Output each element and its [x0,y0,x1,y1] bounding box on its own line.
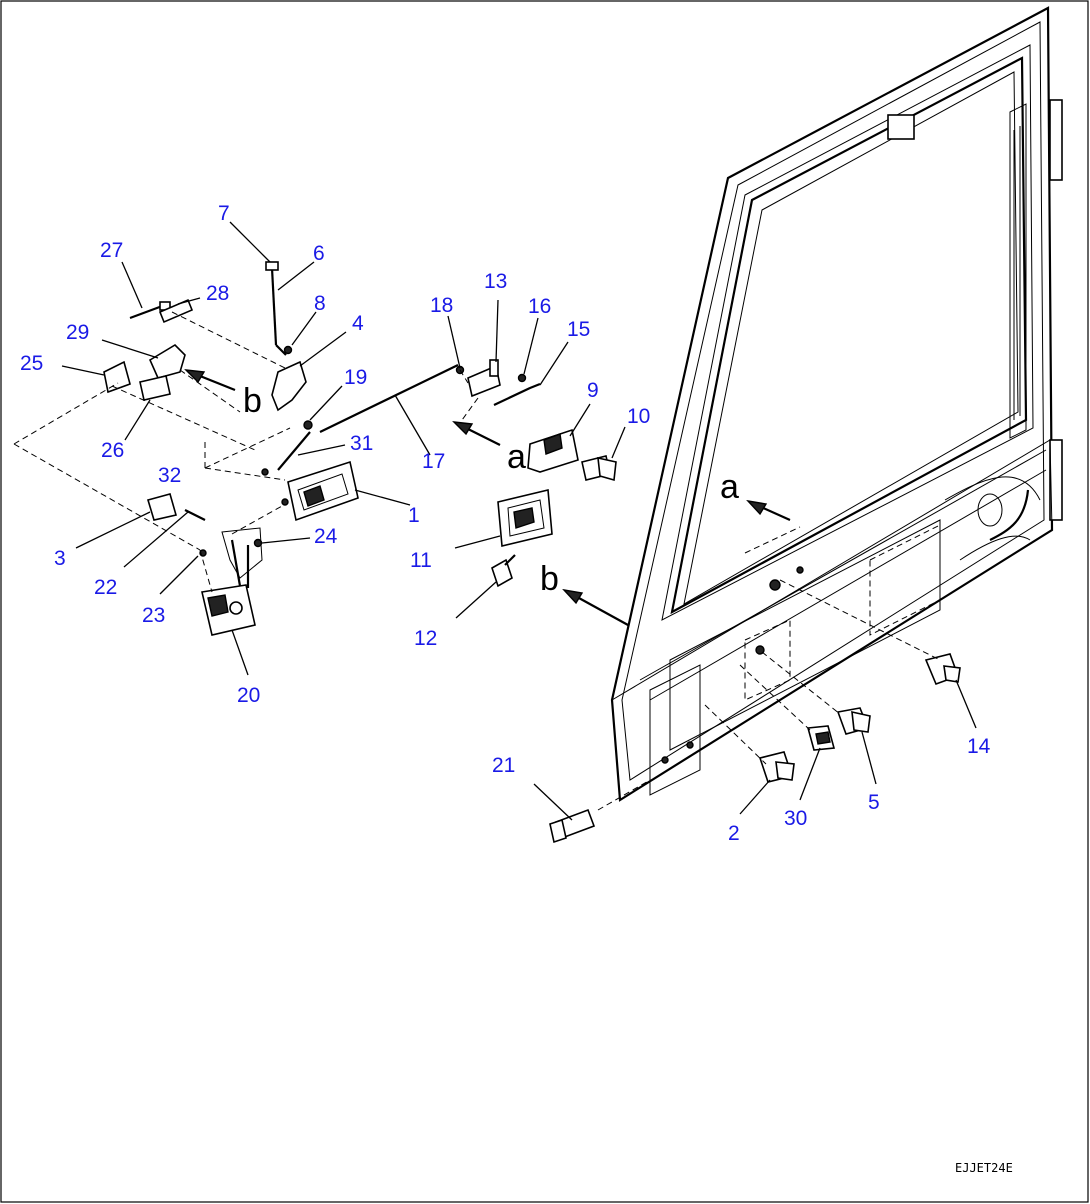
part-1-fastener [281,498,289,506]
label-part-28: 28 [206,282,229,305]
part-16-clip [517,373,527,383]
label-part-17: 17 [422,450,445,473]
part-26-cylinder [139,375,171,401]
part-4-lever [271,360,307,412]
part-5-bolt [836,707,871,735]
label-part-10: 10 [627,405,650,428]
part-30-screw [806,725,836,751]
label-part-1: 1 [408,504,420,527]
label-part-22: 22 [94,576,117,599]
label-part-12: 12 [414,627,437,650]
label-part-23: 23 [142,604,165,627]
label-part-13: 13 [484,270,507,293]
part-24-clip [253,538,263,548]
label-part-4: 4 [352,312,364,335]
part-9-inner [543,433,563,455]
part-3-plate [146,493,178,521]
label-part-20: 20 [237,684,260,707]
part-12-screw [491,554,516,588]
part-15-spring [493,382,541,406]
part-21-bolt [549,808,596,844]
label-part-19: 19 [344,366,367,389]
view-ref-a-door: a [720,468,739,506]
label-part-5: 5 [868,791,880,814]
label-part-32: 32 [158,464,181,487]
label-part-2: 2 [728,822,740,845]
part-7-pin [265,261,279,346]
leader-lines [61,221,977,821]
part-22-rod [184,509,206,521]
part-14-bolt [924,653,961,686]
part-1-handle [287,460,359,522]
label-part-16: 16 [528,295,551,318]
part-20-lock [201,527,263,636]
view-ref-b-left: b [243,382,262,420]
label-part-15: 15 [567,318,590,341]
label-part-30: 30 [784,807,807,830]
label-part-31: 31 [350,432,373,455]
label-part-14: 14 [967,735,991,758]
part-17-rod [319,364,459,433]
label-part-25: 25 [20,352,43,375]
label-part-9: 9 [587,379,599,402]
part-2-bolt [758,751,795,783]
label-part-18: 18 [430,294,453,317]
label-part-3: 3 [54,547,66,570]
label-part-29: 29 [66,321,89,344]
part-6-rod [275,344,287,356]
part-31-rod [277,431,311,471]
label-part-7: 7 [218,202,230,225]
label-part-6: 6 [313,242,325,265]
part-19-joint [303,420,313,430]
label-part-8: 8 [314,292,326,315]
drawing-code: EJJET24E [955,1161,1013,1175]
label-part-27: 27 [100,239,123,262]
label-part-11: 11 [410,549,432,572]
label-part-26: 26 [101,439,124,462]
part-11-cover [497,489,553,547]
view-ref-a-center: a [507,438,526,476]
label-part-24: 24 [314,525,338,548]
part-8-clip [283,345,293,355]
part-29-bracket [148,343,186,379]
part-32-clip [261,468,269,476]
assembly-lines [13,311,941,811]
part-10-bolt [581,455,617,482]
part-13-pin [489,359,499,377]
door-frame [610,6,1063,802]
view-arrows [184,369,791,626]
part-25-plate [103,360,131,394]
view-ref-b-door: b [540,560,559,598]
label-part-21: 21 [492,754,515,777]
